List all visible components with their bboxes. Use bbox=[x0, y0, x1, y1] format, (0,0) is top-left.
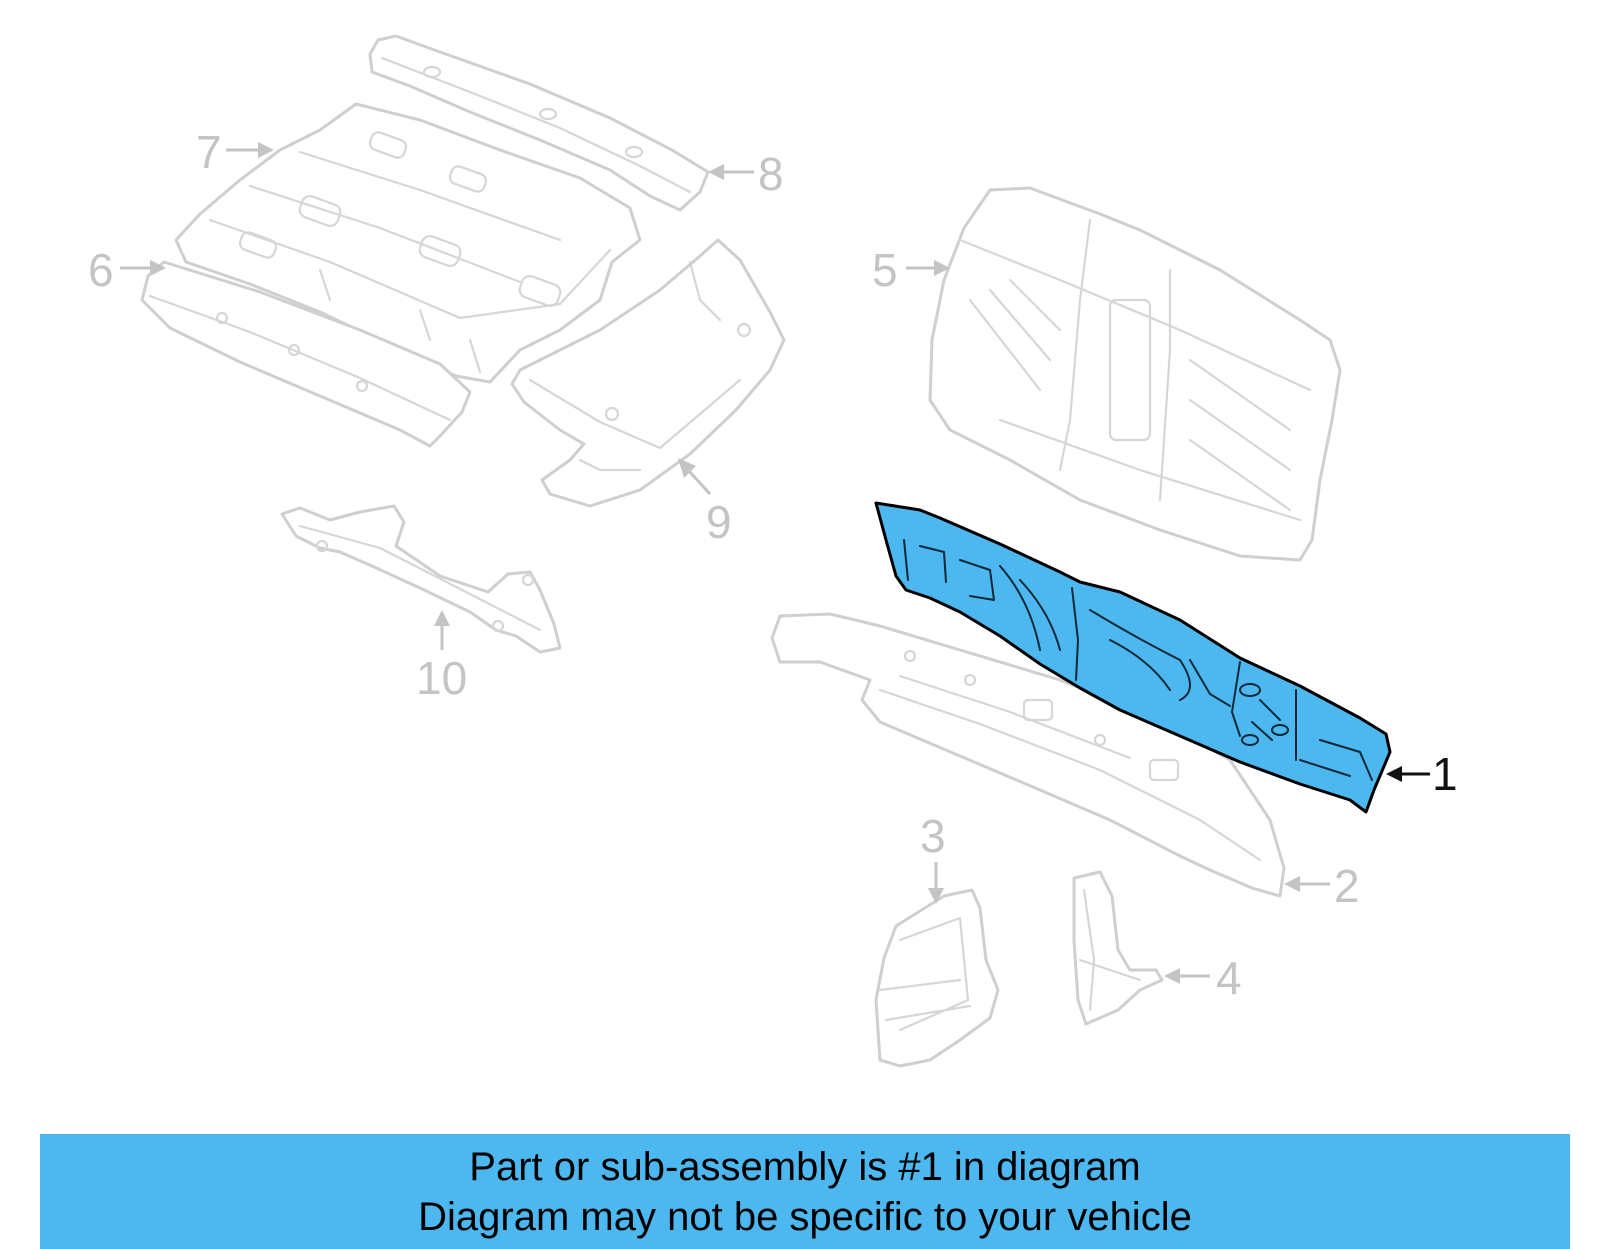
callout-6[interactable]: 6 bbox=[88, 244, 166, 296]
callout-2-label: 2 bbox=[1334, 860, 1360, 912]
part-10-bracket[interactable] bbox=[280, 504, 562, 654]
callout-3-label: 3 bbox=[920, 810, 946, 862]
part-5-back-panel[interactable] bbox=[928, 186, 1342, 562]
callout-5-label: 5 bbox=[872, 244, 898, 296]
part-4-bracket[interactable] bbox=[1072, 870, 1164, 1026]
callout-4-label: 4 bbox=[1216, 952, 1242, 1004]
parts-diagram: 1 2 3 4 5 6 7 8 9 bbox=[88, 34, 1458, 1068]
callout-3[interactable]: 3 bbox=[920, 810, 946, 904]
callout-4[interactable]: 4 bbox=[1164, 952, 1242, 1004]
part-9-center-panel[interactable] bbox=[510, 238, 786, 508]
callout-2[interactable]: 2 bbox=[1284, 860, 1360, 912]
part-6-cross-member[interactable] bbox=[140, 260, 472, 448]
callout-1[interactable]: 1 bbox=[1386, 748, 1458, 800]
part-2-rear-panel[interactable] bbox=[770, 612, 1286, 898]
banner-line-1: Part or sub-assembly is #1 in diagram bbox=[469, 1144, 1141, 1189]
part-7-floor-panel[interactable] bbox=[174, 102, 642, 384]
callout-10-label: 10 bbox=[416, 652, 467, 704]
callout-5[interactable]: 5 bbox=[872, 244, 950, 296]
info-banner: Part or sub-assembly is #1 in diagram Di… bbox=[40, 1134, 1570, 1249]
callout-7[interactable]: 7 bbox=[196, 126, 274, 178]
callout-8[interactable]: 8 bbox=[708, 148, 784, 200]
callout-1-label: 1 bbox=[1432, 748, 1458, 800]
part-8-roof-rail[interactable] bbox=[368, 34, 710, 212]
part-1-highlighted-panel[interactable] bbox=[874, 501, 1392, 814]
callout-8-label: 8 bbox=[758, 148, 784, 200]
banner-line-2: Diagram may not be specific to your vehi… bbox=[418, 1194, 1192, 1239]
callout-9-label: 9 bbox=[706, 496, 732, 548]
callout-10[interactable]: 10 bbox=[416, 610, 467, 704]
callout-7-label: 7 bbox=[196, 126, 222, 178]
part-3-bracket[interactable] bbox=[874, 888, 1000, 1068]
callout-6-label: 6 bbox=[88, 244, 114, 296]
callout-9[interactable]: 9 bbox=[678, 458, 732, 548]
